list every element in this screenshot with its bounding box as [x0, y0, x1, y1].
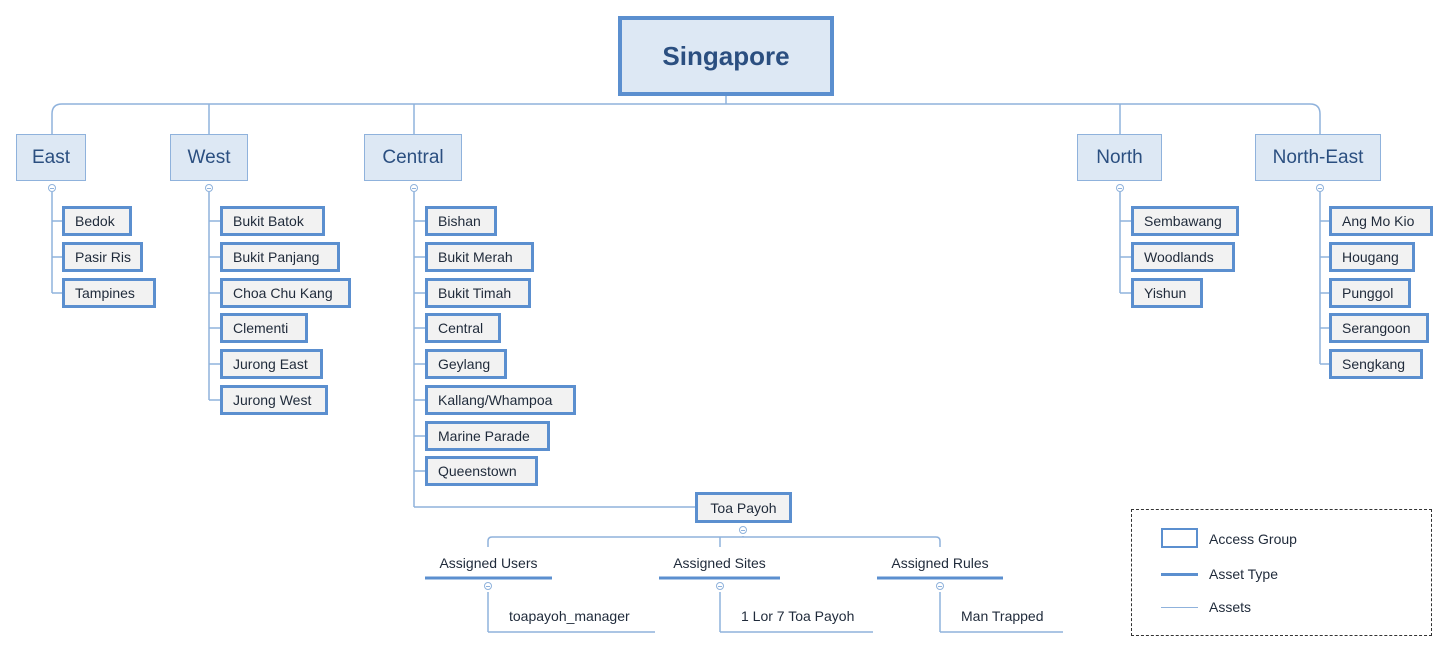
district-toa-payoh[interactable]: Toa Payoh: [695, 492, 792, 523]
district-choa-chu-kang[interactable]: Choa Chu Kang: [220, 278, 351, 308]
district-pasir-ris[interactable]: Pasir Ris: [62, 242, 143, 272]
region-central[interactable]: Central: [364, 134, 462, 181]
region-east[interactable]: East: [16, 134, 86, 181]
district-jurong-west[interactable]: Jurong West: [220, 385, 328, 415]
district-ang-mo-kio[interactable]: Ang Mo Kio: [1329, 206, 1433, 236]
district-queenstown[interactable]: Queenstown: [425, 456, 538, 486]
district-yishun[interactable]: Yishun: [1131, 278, 1203, 308]
collapse-icon[interactable]: [48, 184, 56, 192]
district-hougang[interactable]: Hougang: [1329, 242, 1415, 272]
district-marine-parade[interactable]: Marine Parade: [425, 421, 550, 451]
district-central[interactable]: Central: [425, 313, 501, 343]
district-sengkang[interactable]: Sengkang: [1329, 349, 1423, 379]
district-bukit-batok[interactable]: Bukit Batok: [220, 206, 325, 236]
legend-access-group-swatch: [1161, 528, 1198, 548]
collapse-icon[interactable]: [410, 184, 418, 192]
collapse-icon[interactable]: [1316, 184, 1324, 192]
collapse-icon[interactable]: [936, 582, 944, 590]
asset-type-assigned-users[interactable]: Assigned Users: [439, 555, 538, 571]
district-woodlands[interactable]: Woodlands: [1131, 242, 1235, 272]
collapse-icon[interactable]: [1116, 184, 1124, 192]
district-clementi[interactable]: Clementi: [220, 313, 308, 343]
district-bukit-panjang[interactable]: Bukit Panjang: [220, 242, 340, 272]
legend-asset-type-swatch: [1161, 573, 1198, 576]
legend-access-group-label: Access Group: [1209, 531, 1297, 547]
district-tampines[interactable]: Tampines: [62, 278, 156, 308]
collapse-icon[interactable]: [484, 582, 492, 590]
region-north[interactable]: North: [1077, 134, 1162, 181]
legend-asset-type-label: Asset Type: [1209, 566, 1279, 582]
root-node-singapore[interactable]: Singapore: [618, 16, 834, 96]
collapse-icon[interactable]: [716, 582, 724, 590]
legend-assets-swatch: [1161, 607, 1198, 608]
district-kallang-whampoa[interactable]: Kallang/Whampoa: [425, 385, 576, 415]
asset-1-lor-7-toa-payoh[interactable]: 1 Lor 7 Toa Payoh: [741, 608, 855, 624]
legend: Access Group Asset Type Assets: [1131, 509, 1432, 636]
district-bukit-merah[interactable]: Bukit Merah: [425, 242, 534, 272]
asset-toapayoh-manager[interactable]: toapayoh_manager: [509, 608, 630, 624]
legend-assets-label: Assets: [1209, 599, 1252, 615]
collapse-icon[interactable]: [205, 184, 213, 192]
district-bukit-timah[interactable]: Bukit Timah: [425, 278, 531, 308]
region-north-east[interactable]: North-East: [1255, 134, 1381, 181]
asset-type-assigned-sites[interactable]: Assigned Sites: [673, 555, 766, 571]
district-sembawang[interactable]: Sembawang: [1131, 206, 1239, 236]
region-west[interactable]: West: [170, 134, 248, 181]
district-serangoon[interactable]: Serangoon: [1329, 313, 1429, 343]
collapse-icon[interactable]: [739, 526, 747, 534]
district-geylang[interactable]: Geylang: [425, 349, 507, 379]
district-jurong-east[interactable]: Jurong East: [220, 349, 323, 379]
asset-man-trapped[interactable]: Man Trapped: [961, 608, 1044, 624]
district-bedok[interactable]: Bedok: [62, 206, 132, 236]
asset-type-assigned-rules[interactable]: Assigned Rules: [891, 555, 989, 571]
district-punggol[interactable]: Punggol: [1329, 278, 1411, 308]
district-bishan[interactable]: Bishan: [425, 206, 497, 236]
